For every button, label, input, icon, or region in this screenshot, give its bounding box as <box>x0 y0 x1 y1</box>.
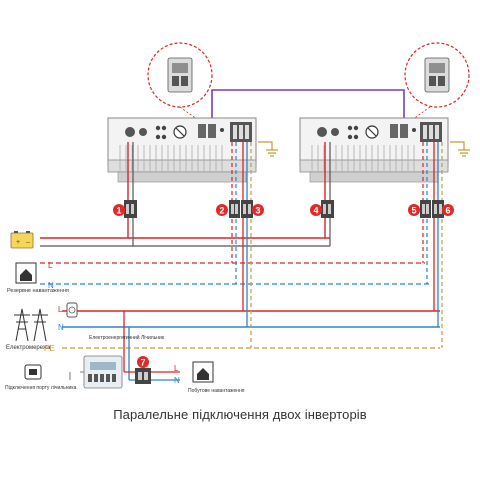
svg-text:3: 3 <box>255 206 260 216</box>
svg-text:6: 6 <box>445 206 450 216</box>
breaker-5 <box>420 200 431 218</box>
marker-3: 3 <box>252 204 264 216</box>
inverter-1 <box>107 117 257 183</box>
marker-6: 6 <box>442 204 454 216</box>
battery-icon: + – <box>10 231 34 249</box>
diagram-caption: Паралельне підключення двох інверторів <box>113 407 367 422</box>
energy-meter <box>83 355 123 389</box>
inverter-2 <box>299 117 449 183</box>
ground-icon <box>450 141 470 157</box>
svg-text:7: 7 <box>140 358 145 368</box>
pe-label: PE <box>44 344 55 353</box>
backup-L-label: L <box>48 261 53 270</box>
svg-text:–: – <box>26 239 30 246</box>
grid-N-label: N <box>58 323 64 332</box>
ct-clamp-icon <box>66 302 78 318</box>
meter-port-icon <box>24 364 42 380</box>
household-load-label: Побутове навантаження <box>188 388 245 394</box>
backup-load-label: Резервне навантаження <box>7 288 69 294</box>
breaker-6 <box>432 200 444 218</box>
svg-text:2: 2 <box>219 206 224 216</box>
grid-L-label: L <box>58 305 63 314</box>
marker-2: 2 <box>216 204 228 216</box>
grid-label: Електромережа <box>6 345 51 351</box>
marker-1: 1 <box>113 204 125 216</box>
backup-N-label: N <box>48 281 54 290</box>
breaker-3 <box>241 200 253 218</box>
parallel-communication-cable <box>211 89 405 120</box>
svg-text:5: 5 <box>411 206 416 216</box>
household-L-label: L <box>174 364 179 373</box>
house-icon <box>15 262 37 284</box>
meter-port-label: Підключення порту лічильника <box>5 385 77 391</box>
svg-text:1: 1 <box>116 206 121 216</box>
marker-7: 7 <box>137 356 149 368</box>
marker-4: 4 <box>310 204 322 216</box>
meter-label: Електроенергетичний Лічильник <box>89 334 165 341</box>
svg-text:4: 4 <box>313 206 318 216</box>
breaker-1 <box>124 200 137 218</box>
zoom-callout-right <box>404 42 470 126</box>
ground-icon <box>258 141 278 157</box>
power-tower-icon <box>14 308 48 342</box>
zoom-callout-left <box>147 42 213 126</box>
house-icon <box>192 361 214 383</box>
breaker-4 <box>321 200 334 218</box>
household-N-label: N <box>174 376 180 385</box>
breaker-2 <box>229 200 240 218</box>
svg-text:+: + <box>16 239 20 246</box>
marker-5: 5 <box>408 204 420 216</box>
breaker-7 <box>135 368 151 384</box>
